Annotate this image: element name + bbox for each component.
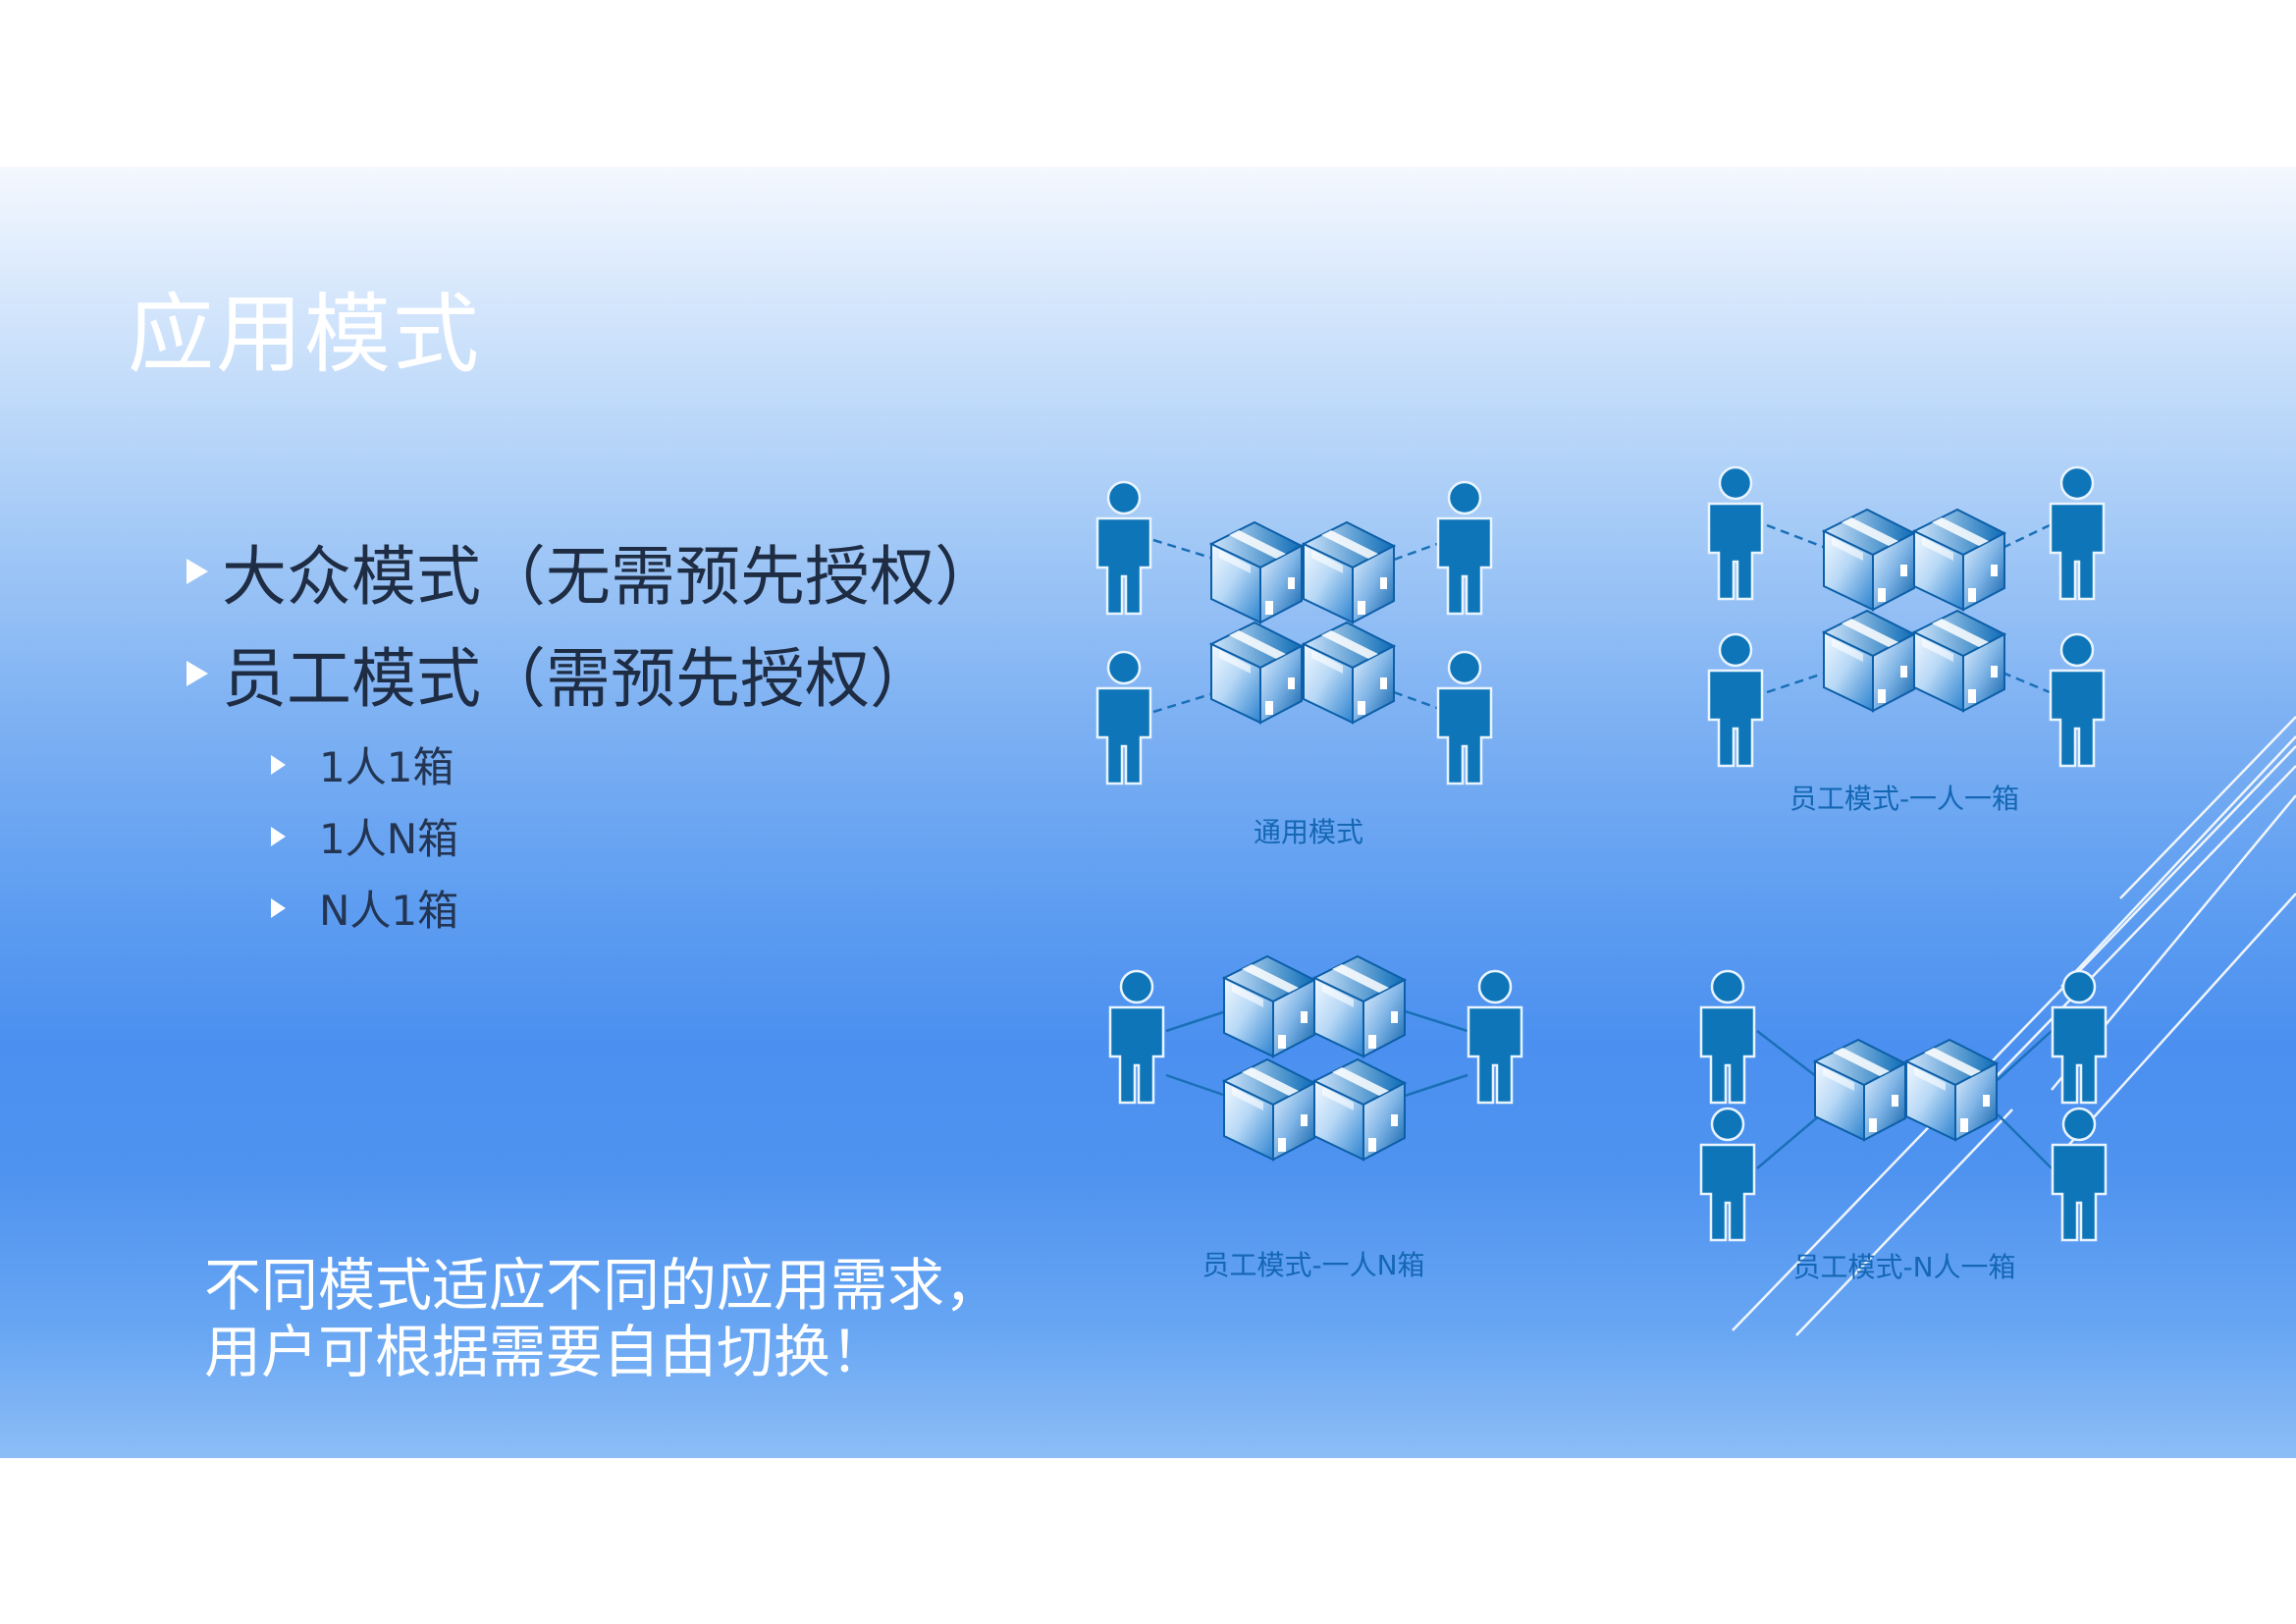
mode-switch-note: 不同模式适应不同的应用需求， 用户可根据需要自由切换！ (204, 1252, 1001, 1385)
slide-title: 应用模式 (128, 284, 482, 385)
triangle-bullet-icon (271, 826, 286, 846)
note-line-1: 不同模式适应不同的应用需求， (204, 1252, 1002, 1319)
triangle-bullet-icon (187, 559, 208, 584)
bullet-text: 大众模式（无需预先授权） (222, 539, 999, 615)
person-icon (2051, 1107, 2108, 1242)
storage-box-icon (1303, 622, 1395, 724)
diagram-caption: 通用模式 (1254, 816, 1363, 848)
storage-box-icon (1823, 509, 1915, 611)
diagram-general: 通用模式 (1095, 480, 1493, 848)
person-icon (1436, 650, 1493, 785)
person-icon (1436, 480, 1493, 616)
person-icon (1108, 969, 1165, 1105)
diagram-caption: 员工模式-一人一箱 (1789, 783, 2019, 815)
person-icon (1095, 480, 1152, 616)
sub-bullet-one-to-n: 1人N箱 (271, 800, 999, 872)
diagram-one-to-n: 员工模式-一人N箱 (1108, 955, 1523, 1281)
sub-bullet-n-to-one: N人1箱 (271, 872, 999, 944)
sub-bullet-one-to-one: 1人1箱 (271, 729, 999, 800)
bullet-public-mode: 大众模式（无需预先授权） (187, 520, 999, 623)
person-icon (2049, 632, 2106, 768)
storage-box-icon (1905, 1039, 1998, 1141)
diagram-n-to-one: 员工模式-N人一箱 (1699, 969, 2108, 1283)
triangle-bullet-icon (187, 661, 208, 686)
person-icon (2049, 465, 2106, 601)
person-icon (1095, 650, 1152, 785)
storage-box-icon (1913, 509, 2005, 611)
storage-box-icon (1303, 521, 1395, 623)
bullet-list: 大众模式（无需预先授权） 员工模式（需预先授权） 1人1箱 1人N箱 N人1箱 (187, 520, 999, 944)
storage-box-icon (1223, 1058, 1315, 1161)
person-icon (1467, 969, 1523, 1105)
sub-bullet-group: 1人1箱 1人N箱 N人1箱 (187, 729, 999, 944)
storage-box-icon (1313, 955, 1406, 1057)
sub-bullet-text: 1人N箱 (319, 815, 459, 863)
note-line-2: 用户可根据需要自由切换！ (204, 1319, 888, 1385)
decorative-lines (1732, 716, 2296, 1336)
sub-bullet-text: N人1箱 (319, 887, 459, 935)
storage-box-icon (1223, 955, 1315, 1057)
person-icon (1699, 969, 1756, 1105)
storage-box-icon (1814, 1039, 1906, 1141)
bullet-text: 员工模式（需预先授权） (222, 641, 934, 717)
triangle-bullet-icon (271, 754, 286, 775)
mode-diagrams: 通用模式 员工模式-一人一箱 (1095, 465, 2296, 1336)
person-icon (1707, 632, 1764, 768)
person-icon (1707, 465, 1764, 601)
sub-bullet-list: 1人1箱 1人N箱 N人1箱 (271, 729, 999, 944)
storage-box-icon (1313, 1058, 1406, 1161)
slide: 应用模式 大众模式（无需预先授权） 员工模式（需预先授权） 1人1箱 1人N箱 (0, 167, 2296, 1458)
diagram-one-to-one: 员工模式-一人一箱 (1707, 465, 2106, 815)
diagram-caption: 员工模式-N人一箱 (1792, 1251, 2015, 1283)
storage-box-icon (1210, 622, 1303, 724)
triangle-bullet-icon (271, 897, 286, 918)
storage-box-icon (1913, 610, 2005, 712)
diagram-caption: 员工模式-一人N箱 (1201, 1249, 1424, 1281)
bullet-employee-mode: 员工模式（需预先授权） (187, 623, 999, 725)
sub-bullet-text: 1人1箱 (319, 743, 454, 791)
storage-box-icon (1823, 610, 1915, 712)
storage-box-icon (1210, 521, 1303, 623)
person-icon (1699, 1107, 1756, 1242)
